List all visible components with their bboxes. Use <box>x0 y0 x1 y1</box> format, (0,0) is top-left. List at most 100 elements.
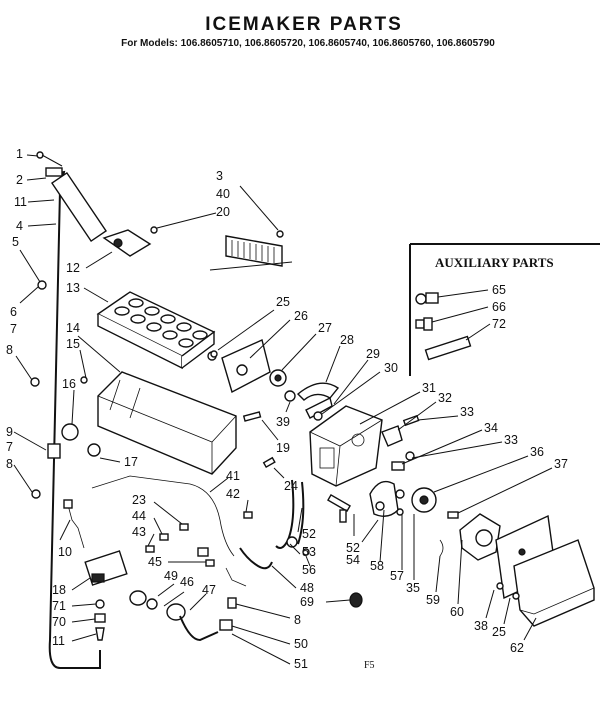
motor <box>447 511 501 561</box>
callout-72: 72 <box>492 317 506 331</box>
callout-17: 17 <box>124 455 138 469</box>
models-line: For Models: 106.8605710, 106.8605720, 10… <box>121 38 495 49</box>
motor-housing <box>309 405 383 487</box>
shield-part <box>209 235 293 271</box>
shutoff-arm <box>284 390 333 421</box>
heater-fittings <box>129 590 233 642</box>
ice-bin-housing <box>80 371 237 475</box>
callout-38: 38 <box>474 619 488 633</box>
callout-8-bottom-right: 8 <box>294 613 301 627</box>
callout-52: 52 <box>346 541 360 555</box>
callout-15: 15 <box>66 337 80 351</box>
cam-arm <box>296 382 340 401</box>
aux-part-72 <box>424 323 491 361</box>
callout-11-top: 11 <box>14 195 27 209</box>
diagram-title: ICEMAKER PARTS <box>205 14 403 35</box>
wiring-harness <box>91 456 310 587</box>
callout-13: 13 <box>66 281 80 295</box>
fill-tube-assembly <box>30 151 108 669</box>
callout-40: 40 <box>216 187 230 201</box>
callout-43: 43 <box>132 525 146 539</box>
callout-29: 29 <box>366 347 380 361</box>
callout-1: 1 <box>16 147 23 161</box>
callout-12: 12 <box>66 261 80 275</box>
callout-41: 41 <box>226 469 240 483</box>
callout-3: 3 <box>216 169 223 183</box>
water-valve-assembly <box>63 499 128 641</box>
callout-60: 60 <box>450 605 464 619</box>
callout-62: 62 <box>510 641 524 655</box>
callout-36: 36 <box>530 445 544 459</box>
callout-56: 56 <box>302 563 316 577</box>
aux-part-65 <box>415 289 489 305</box>
switch-parts <box>381 414 420 471</box>
ejector-gear-left <box>61 423 101 457</box>
ice-mold <box>96 291 217 370</box>
cover <box>495 514 595 627</box>
callout-32: 32 <box>438 391 452 405</box>
callout-70: 70 <box>52 615 66 629</box>
callout-25-top: 25 <box>276 295 290 309</box>
heater-connectors <box>145 523 215 567</box>
callout-16: 16 <box>62 377 76 391</box>
callout-50: 50 <box>294 637 308 651</box>
callout-33-mid: 33 <box>504 433 518 447</box>
callout-8-bottom: 8 <box>6 457 13 471</box>
callout-11-bottom: 11 <box>52 634 65 648</box>
callout-57: 57 <box>390 569 404 583</box>
callout-27: 27 <box>318 321 332 335</box>
callout-28: 28 <box>340 333 354 347</box>
callout-65: 65 <box>492 283 506 297</box>
callout-19: 19 <box>276 441 290 455</box>
mounting-plate <box>221 339 271 394</box>
callout-34: 34 <box>484 421 498 435</box>
callout-5: 5 <box>12 235 19 249</box>
callout-30: 30 <box>384 361 398 375</box>
aux-part-66 <box>415 306 489 331</box>
callout-2: 2 <box>16 173 23 187</box>
auxiliary-parts-title: AUXILIARY PARTS <box>435 255 554 270</box>
callout-18: 18 <box>52 583 66 597</box>
callout-69: 69 <box>300 595 314 609</box>
callout-59: 59 <box>426 593 440 607</box>
callout-26: 26 <box>294 309 308 323</box>
callout-58: 58 <box>370 559 384 573</box>
callout-49: 49 <box>164 569 178 583</box>
callout-48: 48 <box>300 581 314 595</box>
callout-9: 9 <box>6 425 13 439</box>
callout-35: 35 <box>406 581 420 595</box>
callout-51: 51 <box>294 657 308 671</box>
callout-53: 53 <box>302 545 316 559</box>
callout-47: 47 <box>202 583 216 597</box>
thermostat-group <box>327 480 444 557</box>
callout-46: 46 <box>180 575 194 589</box>
callout-6: 6 <box>10 305 17 319</box>
callout-8-top: 8 <box>6 343 13 357</box>
callout-7-bottom: 7 <box>6 440 13 454</box>
callout-39: 39 <box>276 415 290 429</box>
callout-66: 66 <box>492 300 506 314</box>
auxiliary-parts-box: AUXILIARY PARTS 65 66 72 <box>409 243 600 376</box>
timing-gear <box>269 369 287 387</box>
bottom-fittings <box>227 592 363 609</box>
callout-4: 4 <box>16 219 23 233</box>
callout-52-alt: 52 <box>302 527 316 541</box>
callout-24: 24 <box>284 479 298 493</box>
callout-42: 42 <box>226 487 240 501</box>
callout-25-bottom: 25 <box>492 625 506 639</box>
fill-cup <box>102 229 152 257</box>
callout-10: 10 <box>58 545 72 559</box>
callout-33-top: 33 <box>460 405 474 419</box>
timing-gear-large <box>395 487 437 513</box>
callout-7-top: 7 <box>10 322 17 336</box>
callout-44: 44 <box>132 509 146 523</box>
callout-45: 45 <box>148 555 162 569</box>
callout-37: 37 <box>554 457 568 471</box>
callout-14: 14 <box>66 321 80 335</box>
sheet-code: F5 <box>364 660 375 671</box>
callout-54: 54 <box>346 553 360 567</box>
callout-31: 31 <box>422 381 436 395</box>
callout-20: 20 <box>216 205 230 219</box>
callout-23: 23 <box>132 493 146 507</box>
